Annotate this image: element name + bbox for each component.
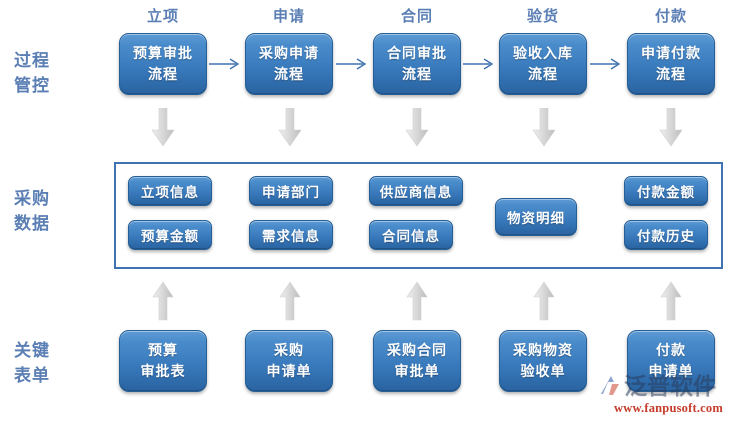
process-box-5-line2: 流程 xyxy=(656,66,686,82)
data-box-demand-info[interactable]: 需求信息 xyxy=(249,220,333,250)
fanpu-logo-icon xyxy=(598,373,624,399)
row-label-forms-line2: 表单 xyxy=(14,366,50,385)
stage-caption-5: 付款 xyxy=(654,8,687,25)
process-box-acceptance-storage[interactable]: 验收入库 流程 xyxy=(499,33,587,95)
process-box-purchase-request[interactable]: 采购申请 流程 xyxy=(245,33,333,95)
stage-caption-2: 申请 xyxy=(272,8,305,25)
row-label-data: 采购 数据 xyxy=(14,186,104,236)
process-box-2-line1: 采购申请 xyxy=(259,45,319,61)
process-box-4-line2: 流程 xyxy=(528,66,558,82)
form-box-purchase-contract-approval[interactable]: 采购合同 审批单 xyxy=(373,330,461,392)
data-box-budget-amount[interactable]: 预算金额 xyxy=(128,220,212,250)
row-label-process-line2: 管控 xyxy=(14,76,50,95)
process-box-1-line2: 流程 xyxy=(148,66,178,82)
process-box-3-line2: 流程 xyxy=(402,66,432,82)
form-box-2-line1: 采购 xyxy=(274,342,304,358)
arrow-up-icon xyxy=(150,280,176,322)
row-label-data-line1: 采购 xyxy=(14,189,50,208)
form-box-1-line1: 预算 xyxy=(148,342,178,358)
form-box-4-line1: 采购物资 xyxy=(513,342,573,358)
form-box-3-line1: 采购合同 xyxy=(387,342,447,358)
form-box-3-line2: 审批单 xyxy=(394,363,440,379)
data-box-project-info[interactable]: 立项信息 xyxy=(128,176,212,206)
form-box-5-line1: 付款 xyxy=(656,342,686,358)
arrow-right-icon xyxy=(336,57,368,71)
arrow-down-icon xyxy=(531,107,557,150)
arrow-right-icon xyxy=(590,57,622,71)
form-box-payment-request-form[interactable]: 付款 申请单 xyxy=(627,330,715,392)
data-box-request-department[interactable]: 申请部门 xyxy=(249,176,333,206)
process-box-contract-approval[interactable]: 合同审批 流程 xyxy=(373,33,461,95)
arrow-right-icon xyxy=(463,57,495,71)
row-label-process: 过程 管控 xyxy=(14,48,104,98)
process-box-1-line1: 预算审批 xyxy=(133,45,193,61)
process-box-3-line1: 合同审批 xyxy=(387,45,447,61)
process-box-5-line1: 申请付款 xyxy=(641,45,701,61)
row-label-forms-line1: 关键 xyxy=(14,341,50,360)
data-box-contract-info[interactable]: 合同信息 xyxy=(369,220,453,250)
form-box-4-line2: 验收单 xyxy=(520,363,566,379)
form-box-material-acceptance[interactable]: 采购物资 验收单 xyxy=(499,330,587,392)
stage-caption-1: 立项 xyxy=(146,8,179,25)
stage-caption-4: 验货 xyxy=(526,8,559,25)
form-box-5-line2: 申请单 xyxy=(648,363,694,379)
data-box-payment-amount[interactable]: 付款金额 xyxy=(624,176,708,206)
process-box-budget-approval[interactable]: 预算审批 流程 xyxy=(119,33,207,95)
row-label-process-line1: 过程 xyxy=(14,51,50,70)
form-box-1-line2: 审批表 xyxy=(140,363,186,379)
process-box-4-line1: 验收入库 xyxy=(513,45,573,61)
process-box-payment-request[interactable]: 申请付款 流程 xyxy=(627,33,715,95)
data-box-supplier-info[interactable]: 供应商信息 xyxy=(369,176,463,206)
form-box-2-line2: 申请单 xyxy=(266,363,312,379)
arrow-up-icon xyxy=(404,280,430,322)
arrow-down-icon xyxy=(150,107,176,150)
form-box-purchase-request-form[interactable]: 采购 申请单 xyxy=(245,330,333,392)
stage-caption-3: 合同 xyxy=(400,8,433,25)
arrow-right-icon xyxy=(209,57,241,71)
arrow-down-icon xyxy=(277,107,303,150)
form-box-budget-approval-sheet[interactable]: 预算 审批表 xyxy=(119,330,207,392)
row-label-forms: 关键 表单 xyxy=(14,338,104,388)
watermark-url: www.fanpusoft.com xyxy=(614,401,723,415)
arrow-down-icon xyxy=(658,107,684,150)
row-label-data-line2: 数据 xyxy=(14,214,50,233)
data-box-payment-history[interactable]: 付款历史 xyxy=(624,220,708,250)
process-box-2-line2: 流程 xyxy=(274,66,304,82)
data-box-material-details[interactable]: 物资明细 xyxy=(495,198,577,236)
arrow-up-icon xyxy=(658,280,684,322)
arrow-up-icon xyxy=(277,280,303,322)
arrow-up-icon xyxy=(531,280,557,322)
arrow-down-icon xyxy=(404,107,430,150)
